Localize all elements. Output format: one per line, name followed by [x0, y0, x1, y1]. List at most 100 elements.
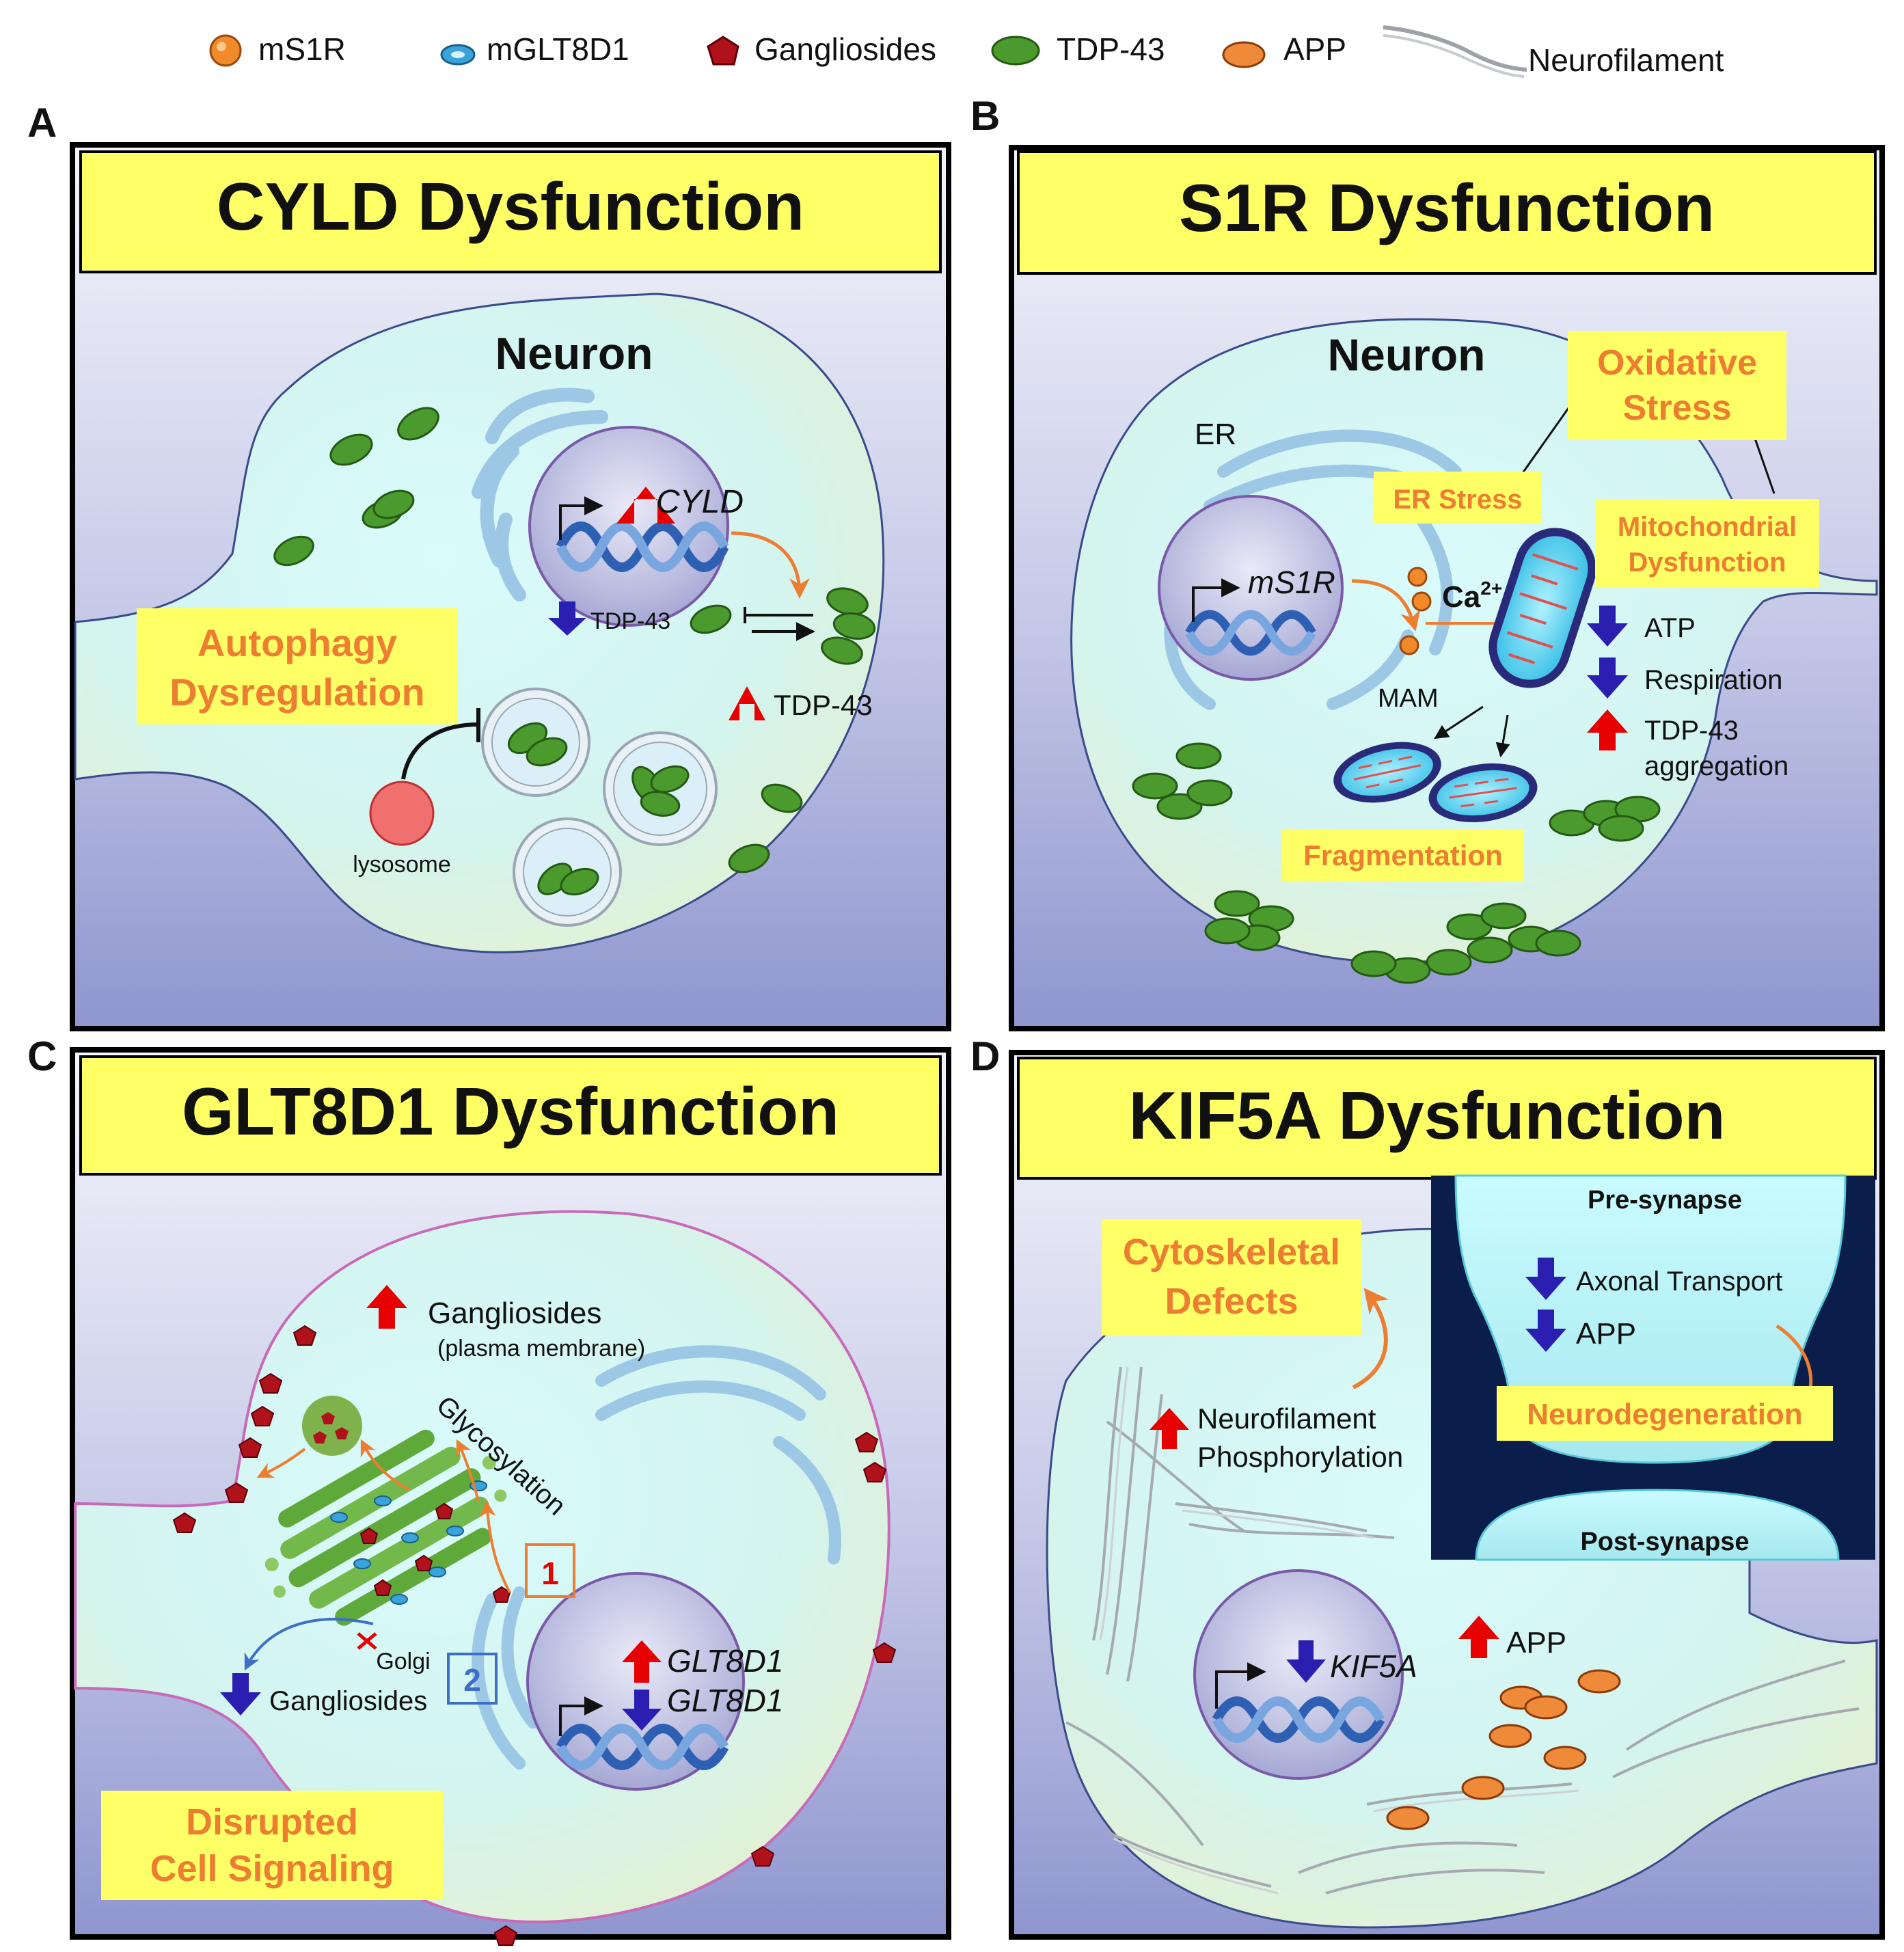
glt8d1-up-label: GLT8D1	[667, 1643, 783, 1679]
panel-d: KIF5A Dysfunction Pre-sy	[1009, 1050, 1885, 1940]
app-legend-icon	[1222, 41, 1266, 68]
tdp43-up-label-a: TDP-43	[774, 689, 873, 721]
autophagy-label-line2: Dysregulation	[169, 670, 424, 714]
respiration-down-arrow	[1587, 658, 1628, 699]
mglt8d1-legend-icon	[440, 44, 476, 66]
er-c	[472, 1345, 841, 1770]
kif5a-down-arrow	[1286, 1640, 1326, 1683]
axonal-transport-down-arrow	[1525, 1258, 1566, 1300]
oxidative-stress-box	[1568, 331, 1786, 440]
gangliosides-down-label: Gangliosides	[269, 1686, 427, 1716]
cyld-orange-arrow	[731, 531, 810, 599]
tdp43-cytoplasm-a	[273, 407, 803, 873]
panel-c: GLT8D1 Dysfunction GLT8D1 GLT8D1	[70, 1047, 951, 1946]
lysosome-inhibit-line	[401, 722, 479, 780]
tdp43-aggregate-a	[821, 587, 876, 665]
panel-letter-d: D	[970, 1033, 1000, 1079]
tdp43-agg-line1: TDP-43	[1644, 716, 1739, 746]
nucleus-b	[1158, 495, 1344, 681]
nf-phospho-up-arrow	[1150, 1408, 1189, 1449]
legend: mS1R mGLT8D1 Gangliosides TDP-43 APP Neu…	[209, 25, 1724, 78]
panel-letter-a: A	[27, 100, 57, 146]
legend-ms1r-label: mS1R	[258, 31, 346, 67]
neurofilament-legend-icon	[1383, 25, 1527, 72]
atp-label: ATP	[1644, 613, 1696, 643]
disrupted-line2: Cell Signaling	[150, 1848, 394, 1889]
mito-dysfunction-line2: Dysfunction	[1628, 547, 1786, 578]
oxidative-stress-line2: Stress	[1623, 388, 1732, 428]
panel-c-title-bar	[79, 1055, 942, 1176]
promoter-arrow-a	[559, 496, 603, 540]
legend-gangliosides-label: Gangliosides	[754, 31, 936, 67]
panel-a-title-bar	[79, 150, 942, 273]
lysosome-icon	[369, 781, 435, 846]
legend-mglt8d1-label: mGLT8D1	[487, 31, 629, 67]
mitochondrion-large	[1488, 528, 1596, 688]
ms1r-legend-icon	[209, 34, 242, 67]
neuron-label-a: Neuron	[495, 328, 653, 379]
panel-letter-c: C	[27, 1033, 57, 1079]
panel-b-title-bar	[1017, 150, 1877, 275]
panel-letter-b: B	[970, 93, 1000, 139]
glt8d1-down-label: GLT8D1	[667, 1683, 783, 1718]
gangliosides-up-arrow	[366, 1285, 407, 1329]
respiration-label: Respiration	[1644, 665, 1782, 695]
tdp43-up-arrow-a	[729, 686, 765, 720]
axonal-transport-label: Axonal Transport	[1576, 1266, 1782, 1297]
gangliosides-down-arrow	[220, 1673, 261, 1716]
er-label-b: ER	[1195, 418, 1236, 451]
panel-a: CYLD Dysfunction Neuron CYLD TDP-43	[70, 142, 951, 1031]
ganglioside-legend-icon	[707, 36, 739, 66]
golgi-apparatus	[264, 1429, 507, 1626]
mitochondrion-fragment-2	[1428, 763, 1538, 823]
fragmentation-label: Fragmentation	[1303, 839, 1503, 871]
tdp43-cytoplasm-b	[1132, 742, 1661, 984]
gangliosides-up-label: Gangliosides	[428, 1297, 601, 1330]
panel-d-title-bar	[1017, 1057, 1877, 1180]
gangliosides-membrane	[172, 1325, 897, 1946]
golgi-label: Golgi	[376, 1649, 430, 1675]
pre-synapse-label: Pre-synapse	[1588, 1186, 1742, 1215]
cytoskeletal-arrow	[1352, 1288, 1389, 1390]
cytoskeletal-line1: Cytoskeletal	[1123, 1232, 1340, 1273]
autophagy-label-line1: Autophagy	[198, 621, 397, 664]
er-stress-label: ER Stress	[1393, 485, 1523, 515]
gangliosides-pm-label: (plasma membrane)	[437, 1336, 645, 1361]
neuron-label-b: Neuron	[1328, 329, 1486, 380]
ms1r-orange-arrow	[1351, 579, 1421, 632]
autophagosome-2	[603, 731, 718, 846]
legend-tdp43-label: TDP-43	[1057, 31, 1165, 67]
app-down-label: APP	[1576, 1317, 1636, 1351]
app-proteins	[1386, 1669, 1621, 1830]
box-2	[447, 1653, 498, 1705]
glt8d1-down-arrow	[622, 1690, 662, 1731]
lysosome-label: lysosome	[353, 852, 451, 878]
cyld-up-arrow	[616, 487, 675, 524]
panel-b-title: S1R Dysfunction	[1179, 170, 1715, 245]
app-down-arrow	[1525, 1310, 1566, 1352]
autophagosome-3	[513, 817, 622, 927]
tdp43-legend-icon	[991, 36, 1040, 66]
nf-phospho-line2: Phosphorylation	[1197, 1441, 1403, 1473]
tdp43-down-arrow-a	[548, 601, 586, 636]
dna-helix-a	[556, 521, 729, 572]
box-1	[525, 1543, 575, 1598]
dna-helix-d	[1212, 1696, 1385, 1743]
panel-a-title: CYLD Dysfunction	[217, 169, 804, 244]
legend-neurofilament-label: Neurofilament	[1528, 42, 1724, 78]
kif5a-gene-label: KIF5A	[1330, 1649, 1417, 1684]
disrupted-line1: Disrupted	[186, 1802, 358, 1843]
fragmentation-box	[1282, 830, 1524, 882]
er-stress-box	[1374, 472, 1542, 524]
blocked-x-icon	[357, 1632, 377, 1650]
tdp43-agg-line2: aggregation	[1644, 751, 1789, 781]
atp-down-arrow	[1587, 606, 1628, 647]
post-synapse-label: Post-synapse	[1580, 1528, 1749, 1556]
neurodegeneration-label: Neurodegeneration	[1527, 1398, 1802, 1431]
panel-b: S1R Dysfunction Neuron ER mS1R Ca2+ MAM	[1009, 145, 1885, 1031]
oxidative-stress-line1: Oxidative	[1597, 343, 1757, 383]
blocked-transport-arrow	[244, 1618, 374, 1671]
er-a	[472, 388, 608, 601]
app-up-arrow	[1458, 1616, 1499, 1658]
